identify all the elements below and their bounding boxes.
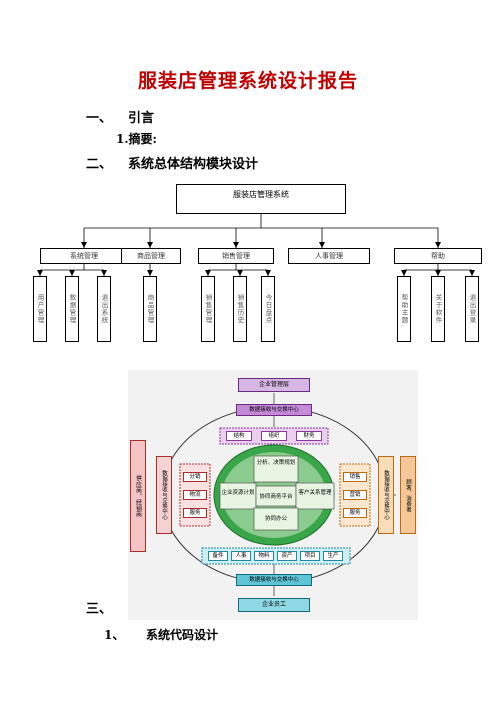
section-2-number: 二、 [86, 157, 113, 172]
node-analysis-planning: 分析、决策规划 [256, 460, 296, 466]
node-left-data-hub: 数据接收与交换中心 [156, 456, 172, 534]
section-3-subnumber: 1、 [104, 628, 125, 642]
section-2-title: 系统总体结构模块设计 [128, 157, 259, 172]
node-logistics: 物流 [183, 490, 207, 500]
leaf-logout: 退出登录 [465, 276, 479, 342]
node-enterprise-employees: 企业员工 [238, 598, 310, 612]
module-product-management: 商品管理 [121, 248, 181, 264]
node-materials: 物料 [254, 551, 274, 561]
leaf-sales-history: 销售历史 [233, 276, 247, 342]
node-spare-parts: 备件 [208, 551, 228, 561]
module-help: 帮助 [394, 248, 482, 264]
leaf-sales-management: 销售管理 [201, 276, 215, 342]
section-3-subtitle: 系统代码设计 [146, 628, 219, 642]
leaf-user-management: 用户管理 [33, 276, 47, 342]
node-top-data-hub: 数据接收与交换中心 [236, 404, 312, 416]
leaf-product-management: 商品管理 [143, 276, 157, 342]
node-distribution: 分销 [183, 472, 207, 482]
section-1-subtitle: 1.摘要: [116, 132, 157, 146]
page-title: 服装店管理系统设计报告 [137, 70, 358, 92]
node-suppliers-distributors: 供应商、经销商 [130, 440, 146, 552]
leaf-exit-system: 退出系统 [97, 276, 111, 342]
section-1-number: 一、 [86, 111, 113, 126]
node-left-service: 服务 [183, 508, 207, 518]
node-finance: 财务 [296, 431, 322, 441]
node-personnel: 人事 [231, 551, 251, 561]
node-production: 生产 [323, 551, 343, 561]
section-1-title: 引言 [128, 111, 155, 126]
node-crm: 客户关系管理 [298, 490, 332, 496]
node-collaborative-office: 协同办公 [264, 516, 287, 522]
leaf-daily-inventory: 今日盘点 [261, 276, 275, 342]
module-sales-management: 销售管理 [198, 248, 274, 264]
node-assets: 资产 [277, 551, 297, 561]
node-right-data-hub: 数据接收与交换中心 [378, 456, 394, 534]
node-bottom-data-hub: 数据接收与交换中心 [236, 574, 312, 586]
node-enterprise-management: 企业管理层 [238, 378, 310, 392]
leaf-help-topics: 帮助主题 [397, 276, 411, 342]
org-root-node: 服装店管理系统 [176, 184, 346, 214]
section-3-number: 三、 [86, 602, 113, 617]
module-system-management: 系统管理 [40, 248, 128, 264]
leaf-data-management: 数据管理 [65, 276, 79, 342]
node-customers-consumers: 顾客、消费者 [400, 456, 416, 534]
node-right-service: 服务 [343, 508, 367, 518]
platform-diagram: 企业管理层 数据接收与交换中心 结构 组织 财务 供应商、经销商 数据接收与交换… [128, 370, 418, 620]
leaf-about-software: 关于软件 [431, 276, 445, 342]
node-organization: 组织 [261, 431, 287, 441]
node-marketing: 营销 [343, 490, 367, 500]
node-structure: 结构 [226, 431, 252, 441]
node-collaborative-commerce: 协同商务平台 [259, 494, 293, 500]
node-erp: 企业资源计划 [221, 490, 255, 496]
module-hr-management: 人事管理 [288, 248, 370, 264]
org-chart-lines [37, 208, 475, 276]
node-projects: 项目 [300, 551, 320, 561]
node-sales: 销售 [343, 472, 367, 482]
